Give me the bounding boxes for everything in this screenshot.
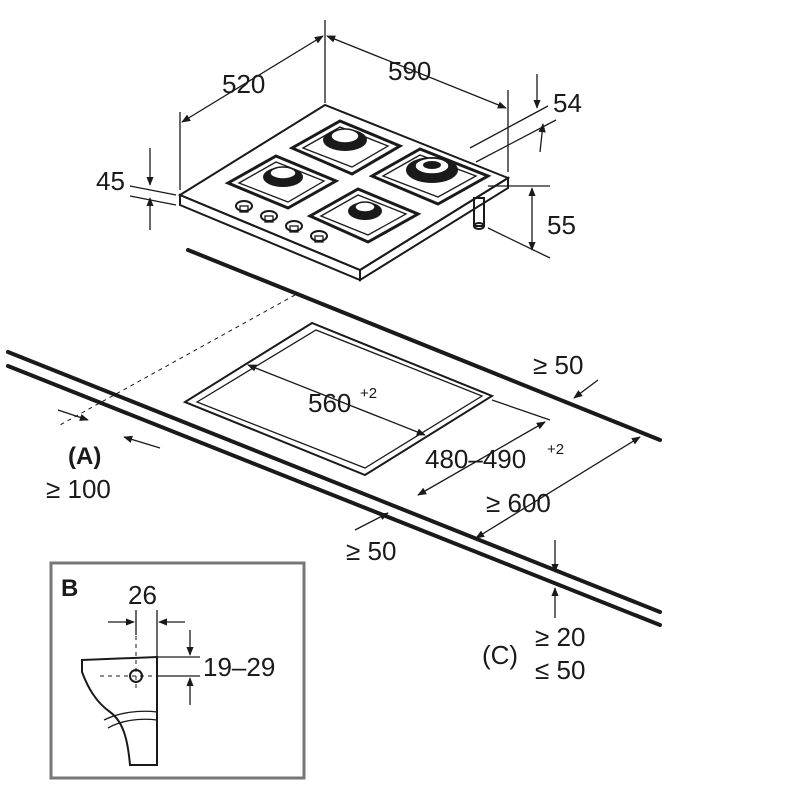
bracket-profile <box>81 655 158 766</box>
dim-cutout-depth: 480–490 <box>425 444 526 474</box>
clearance-rear: ≥ 50 <box>533 350 583 380</box>
detail-b-panel <box>49 561 306 780</box>
detail-b-label: B <box>61 575 78 602</box>
worktop-left-dashed <box>59 294 296 426</box>
hob-glass-edge <box>179 193 361 282</box>
label-c: (C) <box>482 640 518 670</box>
control-knob <box>285 220 303 233</box>
dim-hob-depth: 520 <box>222 69 265 99</box>
worktop-front-top <box>6 350 662 614</box>
detail-b-width: 26 <box>128 580 157 610</box>
dim-hob-thickness: 45 <box>96 166 125 196</box>
hob-drawing <box>129 20 557 282</box>
worktop-drawing <box>6 248 662 627</box>
dim-right-offset: 54 <box>553 88 582 118</box>
clearance-a-value: ≥ 100 <box>46 474 111 504</box>
pan-support-front <box>306 187 422 244</box>
control-knob <box>310 230 328 243</box>
detail-b-frame <box>49 561 306 780</box>
dim-cutout-width: 560 <box>308 388 351 418</box>
clearance-front-to-wall: ≥ 600 <box>486 488 551 518</box>
hob-glass-edge-right <box>359 176 509 282</box>
worktop-back-edge <box>186 248 662 442</box>
gas-pipe <box>473 197 485 230</box>
worktop-thickness-min: ≥ 20 <box>535 622 585 652</box>
dim-hob-width: 590 <box>388 56 431 86</box>
control-knob <box>235 200 253 213</box>
label-a: (A) <box>68 443 101 470</box>
worktop-thickness-max: ≤ 50 <box>535 655 585 685</box>
dim-cutout-depth-tol: +2 <box>547 441 564 458</box>
cutout-outer <box>182 321 495 477</box>
burner-front <box>348 201 382 220</box>
control-knob <box>260 210 278 223</box>
burner-left <box>263 166 303 187</box>
clearance-front: ≥ 50 <box>346 536 396 566</box>
pan-support-left <box>224 154 340 210</box>
worktop-front-bottom <box>6 364 662 627</box>
dim-cutout-width-tol: +2 <box>360 385 377 402</box>
dim-gas-pipe: 55 <box>547 210 576 240</box>
detail-b-height: 19–29 <box>203 652 275 682</box>
burner-right-wok <box>406 157 458 183</box>
pan-support-right <box>368 147 492 206</box>
cutout-inner <box>195 329 484 469</box>
burner-rear <box>323 128 367 151</box>
